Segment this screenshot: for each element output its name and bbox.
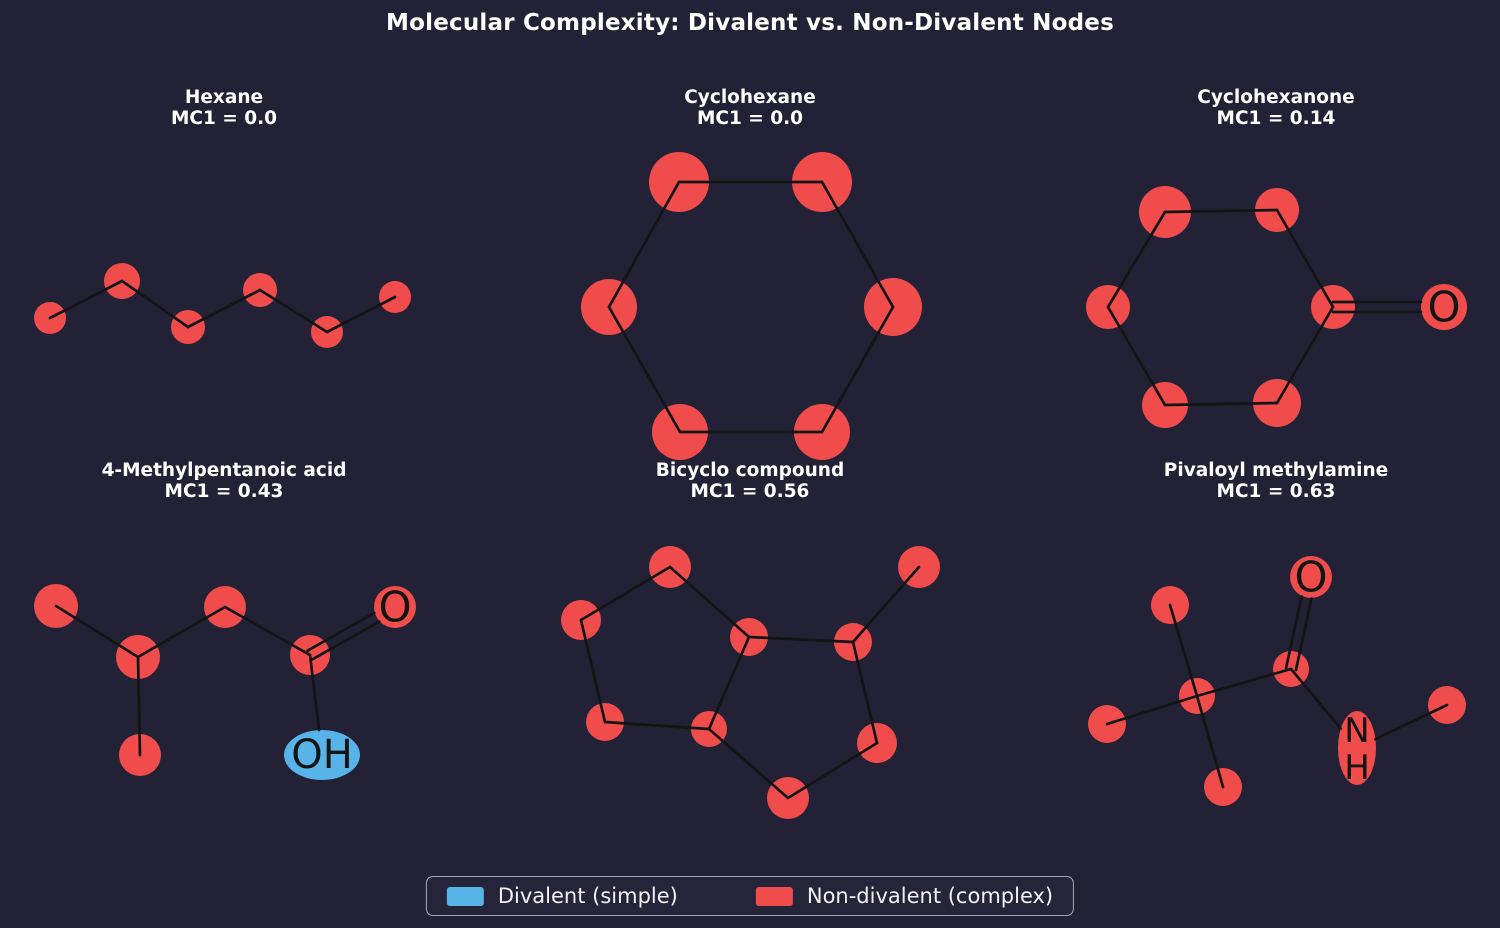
bond-line (668, 565, 751, 639)
panel-mc1-value: MC1 = 0.0 (170, 108, 277, 129)
bond-line (1163, 208, 1279, 214)
bond-line (136, 655, 142, 757)
bond-line (1195, 694, 1225, 789)
bond-line (1289, 667, 1343, 730)
panel-label: Cyclohexanone (1197, 87, 1355, 108)
bond-line (1105, 694, 1199, 726)
bond-line (707, 727, 790, 800)
panel-title-hexane: Hexane MC1 = 0.0 (14, 87, 434, 129)
atom-label-oh: OH (291, 732, 353, 778)
atom-node-nh (1338, 711, 1376, 785)
legend-swatch-divalent (446, 886, 484, 906)
panel-mc1-value: MC1 = 0.14 (1216, 108, 1336, 129)
panel-title-pivaloyl-methylamine: Pivaloyl methylamine MC1 = 0.63 (1066, 460, 1486, 502)
bond-line (820, 305, 895, 434)
panel-mc1-value: MC1 = 0.0 (696, 108, 803, 129)
double-bond-line (306, 611, 376, 652)
bond-line (325, 295, 397, 334)
bond-line (1106, 210, 1167, 309)
double-bond-line (1294, 597, 1313, 672)
panel-label: Pivaloyl methylamine (1163, 460, 1389, 481)
bond-line (820, 180, 895, 309)
atom-node-o (374, 586, 416, 628)
bond-line (1374, 703, 1449, 741)
bond-line (851, 565, 921, 644)
bond-line (186, 288, 262, 329)
atom-label-o: O (1427, 283, 1460, 332)
legend-item-divalent: Divalent (simple) (446, 884, 678, 908)
bond-line (1163, 401, 1279, 407)
double-bond-line (1284, 595, 1304, 670)
panel-mc1-value: MC1 = 0.63 (1216, 481, 1336, 502)
bond-line (258, 288, 329, 334)
molecule-hexane (34, 263, 411, 348)
bond-line (607, 305, 682, 434)
panel-title-bicyclo-compound: Bicyclo compound MC1 = 0.56 (540, 460, 960, 502)
bond-line (579, 618, 607, 724)
bond-line (54, 604, 140, 659)
legend-label-non-divalent: Non-divalent (complex) (806, 884, 1054, 908)
bond-line (579, 565, 672, 622)
bond-line (1195, 667, 1293, 698)
bond-line (1168, 603, 1199, 698)
bond-line (707, 635, 751, 731)
panel-title-methylpentanoic-acid: 4-Methylpentanoic acid MC1 = 0.43 (14, 460, 434, 502)
bond-line (1275, 208, 1335, 309)
bond-line (120, 279, 190, 329)
molecule-cyclohexanone: O (1086, 186, 1467, 428)
double-bond-line (311, 620, 381, 661)
panel-label: Cyclohexane (684, 87, 816, 108)
atom-node-o (1290, 556, 1332, 598)
bond-line (1106, 305, 1167, 407)
bond-line (48, 279, 124, 320)
molecule-cyclohexane (581, 152, 922, 460)
bond-line (603, 720, 711, 731)
legend-item-non-divalent: Non-divalent (complex) (755, 884, 1054, 908)
panel-title-cyclohexanone: Cyclohexanone MC1 = 0.14 (1066, 87, 1486, 129)
bond-line (786, 741, 879, 800)
bond-line (223, 605, 312, 657)
panel-label: Hexane (184, 87, 264, 108)
atom-label-o: O (378, 583, 411, 632)
bond-line (1275, 305, 1335, 405)
atom-label-o: O (1294, 553, 1327, 602)
atom-node-o (1421, 284, 1467, 330)
panel-mc1-value: MC1 = 0.56 (690, 481, 810, 502)
panel-label: 4-Methylpentanoic acid (101, 460, 347, 481)
molecule-4-methylpentanoic-acid: O OH (34, 583, 416, 780)
molecule-bicyclo-compound (561, 546, 940, 819)
panel-title-cyclohexane: Cyclohexane MC1 = 0.0 (540, 87, 960, 129)
bond-line (607, 180, 681, 309)
legend-swatch-non-divalent (755, 886, 793, 906)
bond-line (747, 635, 855, 644)
atom-node-oh (284, 730, 360, 780)
bond-line (136, 605, 227, 659)
figure-title: Molecular Complexity: Divalent vs. Non-D… (386, 10, 1114, 36)
panel-label: Bicyclo compound (655, 460, 845, 481)
legend-label-divalent: Divalent (simple) (497, 884, 678, 908)
bond-line (851, 640, 879, 745)
bond-line (308, 653, 321, 732)
legend: Divalent (simple) Non-divalent (complex) (425, 876, 1075, 916)
panel-mc1-value: MC1 = 0.43 (164, 481, 284, 502)
